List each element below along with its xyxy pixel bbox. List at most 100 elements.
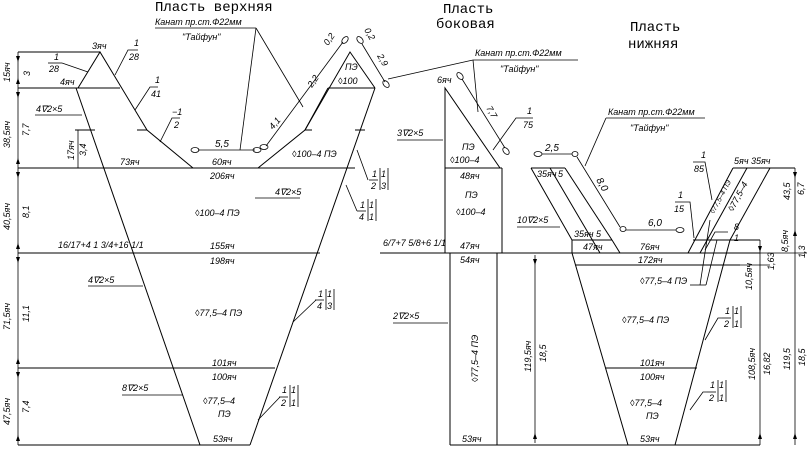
rope-length-55: 5,5 [215, 139, 229, 150]
meshes-101: 101яч [640, 358, 665, 368]
fraction-15: 1 15 [674, 190, 685, 214]
dim-length: 18,5 [538, 343, 548, 362]
mesh-spec: ◊100–4 ПЭ [195, 208, 240, 218]
svg-text:41: 41 [151, 89, 161, 99]
cut-formula: 16/17+4 1 3/4+16 1/1 [58, 240, 144, 250]
svg-text:1: 1 [291, 385, 296, 395]
dim-length: 43,5 [782, 181, 792, 200]
fraction-r2: 1 4 1 1 [357, 199, 377, 222]
top-plate-labels: Канат пр.ст.Ф22мм "Тайфун" 3яч 4яч 1 28 … [2, 17, 390, 444]
dim-length: 7,7 [21, 122, 31, 136]
dim-meshes: 119,5яч [523, 340, 533, 372]
title-bottom-plate-1: Пласть [630, 20, 680, 36]
meshes-53: 53яч [213, 434, 233, 444]
svg-text:1: 1 [282, 385, 287, 395]
mesh-spec: ◊77,5–4 ПЭ [195, 308, 242, 318]
svg-text:8: 8 [734, 222, 739, 232]
meshes-206: 206яч [209, 171, 235, 181]
cut-formula: 6/7+7 5/8+6 1/1 [383, 238, 446, 248]
seam-label: 4∇2×5 [36, 104, 63, 114]
rope-name: "Тайфун" [630, 123, 669, 133]
seam-label: 4∇2×5 [275, 187, 302, 197]
dim-meshes: 40,5яч [2, 203, 12, 230]
dim-meshes: 15яч [2, 62, 12, 82]
svg-text:−1: −1 [172, 107, 182, 117]
fraction-minus-half: −1 2 [172, 107, 182, 130]
mesh-spec: ◊100–4 [450, 155, 479, 165]
svg-text:2: 2 [280, 398, 286, 408]
rope-length-80: 8,0 [593, 176, 610, 194]
dim-length: 1,63 [766, 252, 776, 270]
dim-meshes: 47,5яч [2, 398, 12, 425]
side-plate-outline [380, 59, 760, 446]
svg-text:1: 1 [678, 190, 683, 200]
svg-text:2: 2 [370, 181, 376, 191]
meshes-101: 101яч [212, 358, 237, 368]
rope-length-60: 6,0 [648, 218, 662, 229]
mesh-spec: ◊100–4 ПЭ [292, 149, 337, 159]
meshes-76: 76яч [640, 242, 660, 252]
fraction-r3: 1 4 1 3 [315, 289, 335, 311]
fraction-left-28: 1 28 [48, 52, 62, 74]
mesh-spec: ◊77,5–4 [203, 396, 235, 406]
wing-meshes: 4яч [60, 77, 75, 87]
dim-length: 18,5 [797, 347, 807, 366]
dim-meshes: 10,5яч [744, 263, 754, 290]
rope-label: Канат пр.ст.Ф22мм [155, 17, 242, 27]
meshes-53: 53яч [640, 434, 660, 444]
top-plate-outline [16, 27, 390, 446]
fraction-85: 1 85 [694, 150, 706, 174]
seam-label: 3∇2×5 [397, 128, 424, 138]
svg-text:4: 4 [317, 301, 322, 311]
dim-meshes: 8,5яч [780, 230, 790, 252]
svg-text:28: 28 [128, 52, 139, 62]
fraction-8: 8 1 [734, 222, 739, 243]
svg-text:1: 1 [381, 169, 386, 179]
svg-text:1: 1 [734, 319, 739, 329]
rope-length-29: 2,9 [375, 51, 390, 68]
svg-text:3: 3 [381, 181, 386, 191]
svg-text:1: 1 [54, 52, 59, 62]
title-bottom-plate-2: нижняя [628, 37, 678, 53]
mesh-spec: ◊100–4 [456, 207, 485, 217]
svg-text:15: 15 [674, 204, 685, 214]
fraction-br2: 1 2 1 1 [707, 380, 727, 403]
title-side-plate-1: Пласть [443, 2, 493, 18]
svg-text:1: 1 [725, 306, 730, 316]
mesh-spec: ◊77,5–4 [630, 398, 662, 408]
meshes-60: 60яч [212, 157, 232, 167]
fraction-br1: 1 2 1 1 [722, 306, 742, 329]
meshes-6: 6яч [437, 75, 452, 85]
svg-text:1: 1 [527, 106, 532, 116]
mesh-spec: ◊77,5–4 ПЭ [622, 315, 669, 325]
rope-label: Канат пр.ст.Ф22мм [608, 107, 695, 117]
fraction-r1: 1 2 1 3 [369, 168, 389, 191]
meshes-54: 54яч [460, 255, 480, 265]
triangle-pe: ПЭ [345, 62, 358, 72]
fraction-41: 1 41 [151, 75, 161, 99]
svg-text:1: 1 [134, 38, 139, 48]
svg-text:75: 75 [523, 120, 534, 130]
svg-text:1: 1 [710, 380, 715, 390]
meshes-172: 172яч [638, 255, 663, 265]
rope-length-41: 4,1 [267, 115, 283, 131]
seam-label: 4∇2×5 [88, 275, 115, 285]
dim-length: 7,4 [21, 400, 31, 413]
svg-text:1: 1 [155, 75, 160, 85]
svg-text:3: 3 [327, 301, 332, 311]
svg-text:4: 4 [359, 212, 364, 222]
svg-text:28: 28 [48, 64, 59, 74]
meshes-155: 155яч [210, 241, 235, 251]
dim-length: 11,1 [21, 305, 31, 322]
dim-length: 3 [22, 71, 32, 76]
rope-length-02a: 0,2 [321, 31, 336, 47]
mesh-spec-material: ПЭ [646, 411, 659, 421]
svg-text:1: 1 [369, 200, 374, 210]
dim-length: 1,3 [797, 245, 807, 258]
fraction-r4: 1 2 1 1 [279, 385, 299, 408]
svg-text:1: 1 [291, 398, 296, 408]
seam-label: 10∇2×5 [517, 215, 549, 225]
meshes-100: 100яч [640, 372, 665, 382]
svg-text:1: 1 [719, 393, 724, 403]
dim-meshes: 108,5яч [747, 348, 757, 380]
